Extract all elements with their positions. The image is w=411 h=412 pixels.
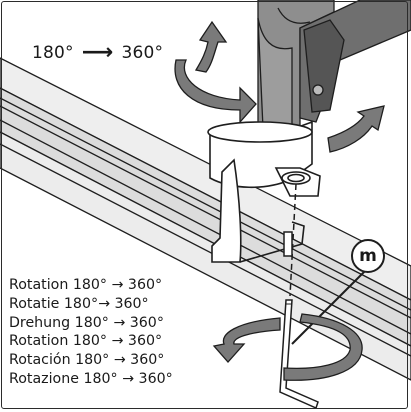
rotation-arrow-lower: [212, 313, 363, 381]
rotation-arrow-right: [327, 105, 385, 153]
rotation-arrow-upper-left: [174, 20, 257, 124]
label-german: Drehung 180° → 360°: [9, 314, 164, 331]
label-french: Rotation 180° → 360°: [9, 333, 163, 350]
callout-letter: m: [359, 246, 377, 266]
desk-clamp: [207, 120, 321, 263]
callout-leader-line: [291, 269, 367, 345]
callout-circle: [351, 239, 385, 273]
label-dutch: Rotatie 180°→ 360°: [9, 295, 149, 312]
label-spanish: Rotación 180° → 360°: [9, 352, 165, 369]
monitor-arm: [257, 0, 411, 151]
label-english: Rotation 180° → 360°: [9, 277, 163, 293]
header-arrow: ⟶: [81, 40, 114, 65]
multilingual-labels: Rotation 180° → 360° Rotatie 180°→ 360° …: [9, 276, 173, 389]
header-from-angle: 180°: [32, 43, 74, 63]
header-to-angle: 360°: [121, 43, 164, 63]
label-italian: Rotazione 180° → 360°: [9, 370, 173, 387]
hex-key: [279, 183, 319, 410]
rotation-header: 180° ⟶ 360°: [32, 42, 163, 64]
